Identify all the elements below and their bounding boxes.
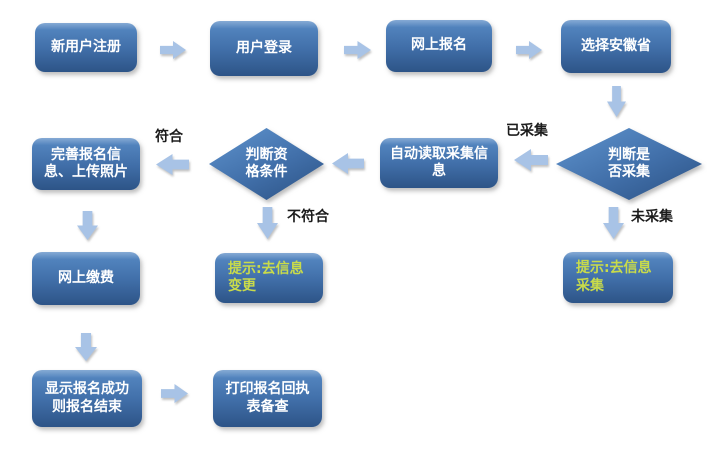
node-prompt-info-collect: 提示:去信息采集: [563, 252, 673, 303]
arrow-shape: [516, 41, 542, 59]
node-label: 网上报名: [411, 37, 467, 54]
node-success-end: 显示报名成功则报名结束: [32, 370, 142, 427]
node-prompt-info-change: 提示:去信息变更: [215, 253, 323, 303]
arrow-shape: [75, 333, 97, 361]
arrow-shape: [77, 211, 98, 240]
node-label: 提示:去信息变更: [228, 260, 304, 295]
arrow-pay-to-success: [75, 333, 97, 361]
arrow-shape: [514, 149, 548, 171]
node-pay-online: 网上缴费: [32, 252, 140, 305]
node-label: 提示:去信息采集: [576, 260, 652, 294]
arrow-apply-to-select: [516, 41, 542, 59]
node-complete-info-upload-photo: 完善报名信息、上传照片: [32, 138, 140, 190]
diamond-shape: 判断是否采集: [556, 128, 702, 200]
arrow-shape: [344, 41, 371, 59]
edge-label-qualified: 符合: [155, 129, 183, 145]
diamond-shape: 判断资格条件: [209, 128, 324, 200]
arrow-complete-info-to-pay: [77, 211, 98, 240]
arrow-success-to-print: [161, 384, 188, 403]
arrow-shape: [603, 207, 624, 239]
arrow-check-collected-to-prompt-collect: [603, 207, 624, 239]
arrow-check-collected-to-auto-read: [514, 149, 548, 171]
node-label: 用户登录: [236, 39, 292, 56]
node-check-collected: 判断是否采集: [556, 128, 702, 200]
node-select-anhui: 选择安徽省: [561, 20, 671, 73]
node-user-login: 用户登录: [210, 21, 318, 76]
node-label: 显示报名成功则报名结束: [45, 381, 129, 415]
arrow-select-to-check-collected: [607, 86, 626, 117]
arrow-shape: [257, 207, 278, 239]
arrow-check-qualification-to-complete-info: [156, 154, 189, 175]
edge-label-collected: 已采集: [506, 123, 548, 139]
arrow-register-to-login: [160, 41, 186, 59]
node-check-qualification: 判断资格条件: [209, 128, 324, 200]
node-label: 网上缴费: [58, 269, 114, 286]
edge-label-not-collected: 未采集: [631, 209, 673, 225]
edge-label-not-qualified: 不符合: [287, 209, 329, 225]
node-label: 完善报名信息、上传照片: [44, 146, 128, 181]
arrow-check-qualification-to-prompt-change: [257, 207, 278, 239]
node-label: 新用户注册: [51, 38, 121, 55]
node-new-user-register: 新用户注册: [35, 23, 137, 72]
node-auto-read-info: 自动读取采集信息: [380, 138, 498, 188]
arrow-shape: [160, 41, 186, 59]
node-online-apply: 网上报名: [386, 20, 492, 72]
arrow-auto-read-to-check-qualification: [332, 153, 364, 174]
arrow-shape: [607, 86, 626, 117]
arrow-shape: [156, 154, 189, 175]
arrow-shape: [332, 153, 364, 174]
node-label: 打印报名回执表备查: [225, 381, 310, 415]
arrow-shape: [161, 384, 188, 403]
node-label: 选择安徽省: [581, 37, 651, 54]
node-label: 判断是否采集: [607, 146, 650, 181]
node-label: 判断资格条件: [245, 146, 288, 181]
node-label: 自动读取采集信息: [390, 145, 488, 180]
node-print-receipt: 打印报名回执表备查: [213, 370, 322, 427]
arrow-login-to-apply: [344, 41, 371, 59]
